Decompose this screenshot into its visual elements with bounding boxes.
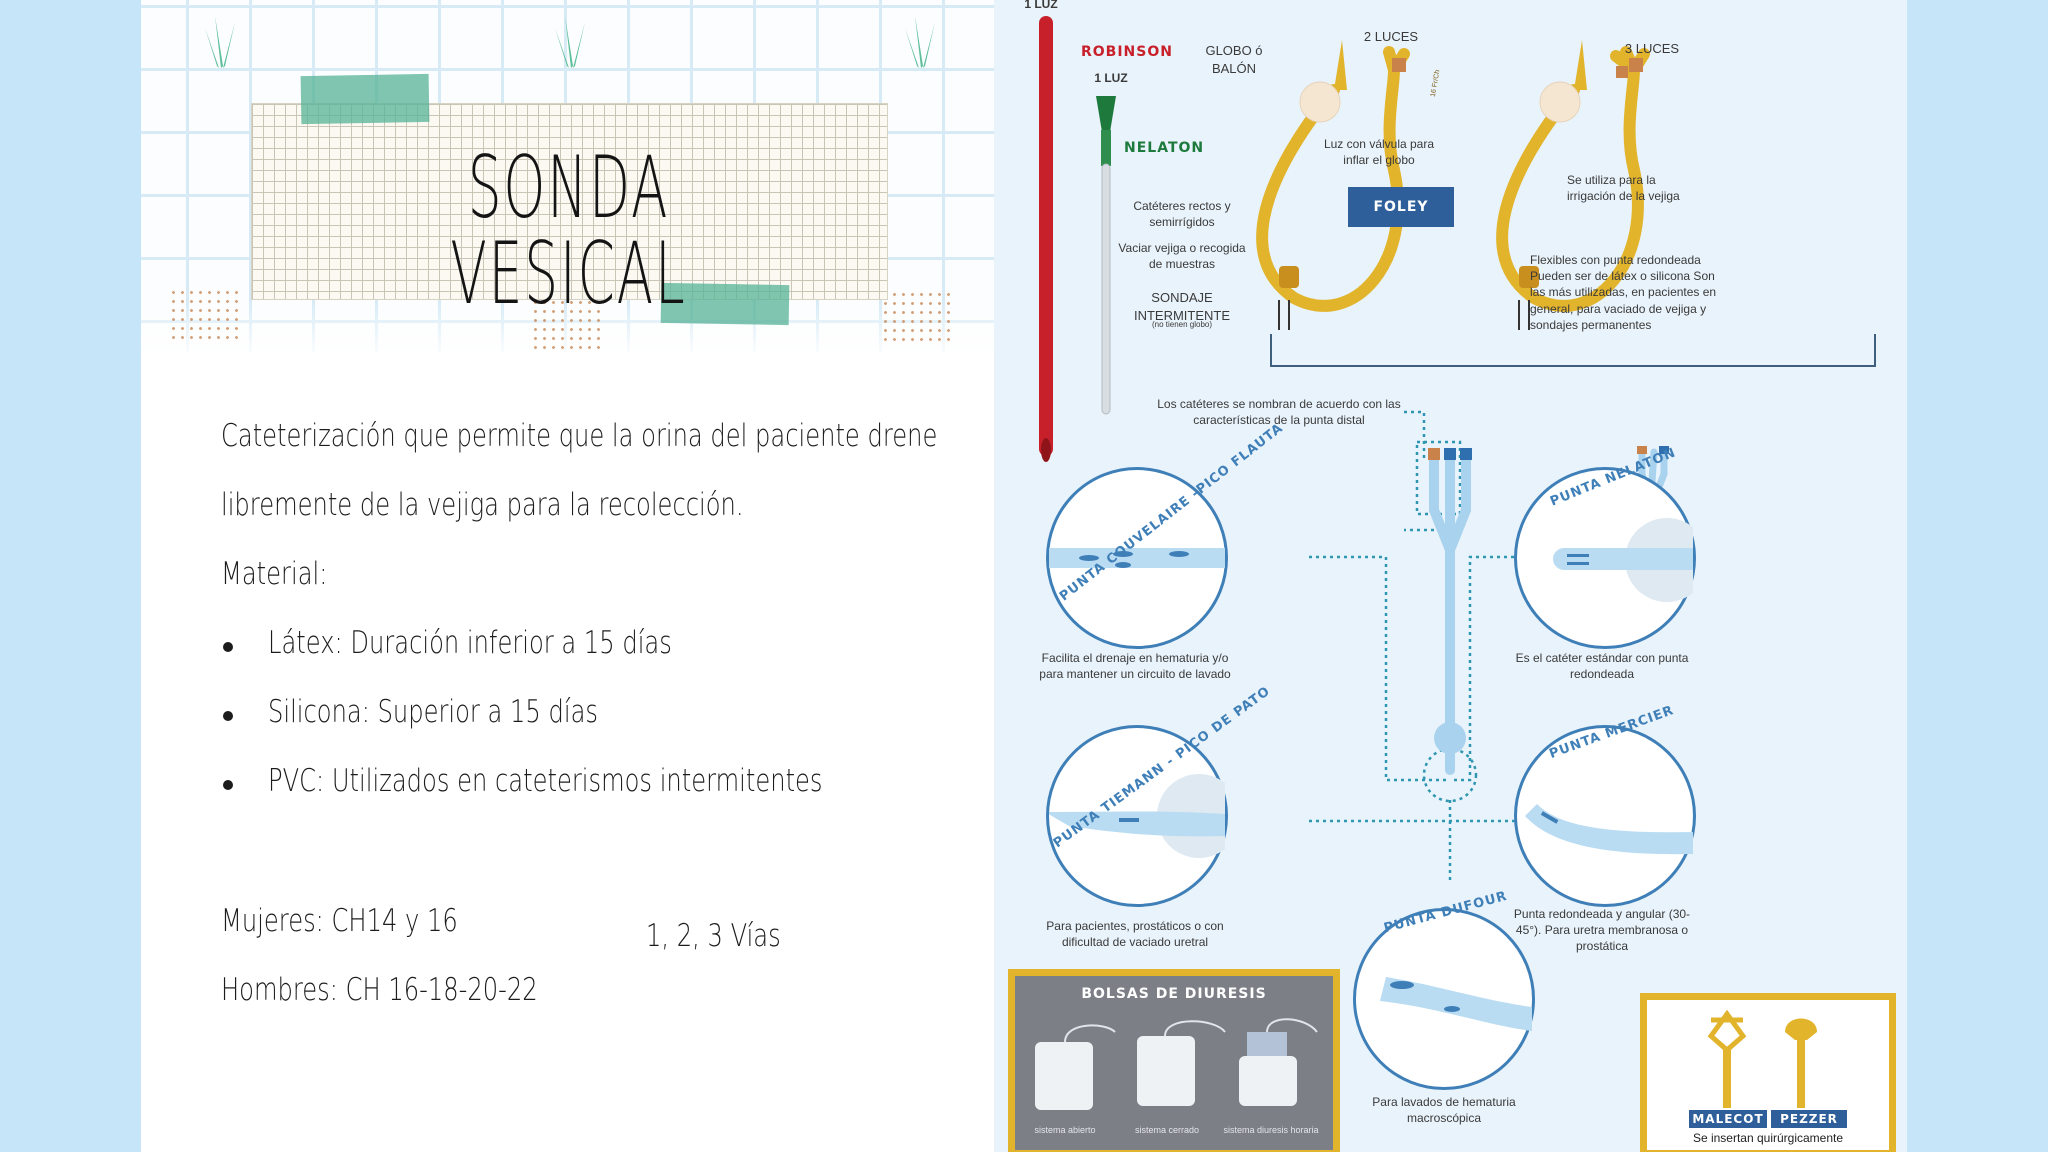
malecot-pezzer-icon: [1707, 1010, 1817, 1108]
women-size: Mujeres: CH14 y 16: [221, 903, 458, 939]
grass-icon: [555, 16, 585, 68]
material-item-latex: Látex: Duración inferior a 15 días: [268, 625, 672, 661]
surgical-note: Se insertan quirúrgicamente: [1692, 1131, 1844, 1145]
drainage-bags-title: BOLSAS DE DIURESIS: [1081, 986, 1267, 1002]
nelaton-label: NELATON: [1124, 140, 1205, 156]
foley-description: Flexibles con punta redondeada Pueden se…: [1530, 253, 1717, 332]
decorative-dots: [531, 298, 601, 353]
nelaton-catheter-icon: [1096, 96, 1116, 415]
nelaton-tip-circle: [1514, 467, 1709, 649]
irrigation-description: Se utiliza para la irrigación de la veji…: [1567, 173, 1680, 204]
ways-count: 1, 2, 3 Vías: [646, 918, 781, 954]
drainage-bags-icon: [1035, 1018, 1318, 1110]
catheter-infographic: 1 LUZ ROBINSON 1 LUZ NELATON Catéteres r…: [994, 0, 1907, 1152]
page-title: SONDA VESICAL: [450, 138, 687, 324]
dufour-tip-circle: [1353, 908, 1535, 1090]
surgical-catheters-box: MALECOT PEZZER Se insertan quirúrgicamen…: [1640, 993, 1896, 1152]
decorative-dots: [169, 288, 239, 343]
one-luz-top-label: 1 LUZ: [1024, 0, 1058, 11]
couvelaire-tip-circle: [1045, 467, 1228, 649]
mercier-tip-circle: [1514, 725, 1696, 907]
mercier-description: Punta redondeada y angular (30-45°). Par…: [1513, 907, 1691, 954]
tape-top: [300, 73, 430, 125]
drainage-bags-box: BOLSAS DE DIURESIS sistema abierto siste…: [1008, 969, 1340, 1152]
description-line-2: libremente de la vejiga para la recolecc…: [221, 487, 744, 523]
closed-system-label: sistema cerrado: [1134, 1125, 1200, 1135]
foley-label: FOLEY: [1348, 187, 1454, 227]
globo-label: GLOBO ó BALÓN: [1205, 43, 1263, 76]
nelaton-tip-description: Es el catéter estándar con punta redonde…: [1515, 651, 1689, 682]
malecot-label: MALECOT: [1689, 1110, 1767, 1128]
bullet-icon: [223, 711, 233, 721]
bullet-icon: [223, 642, 233, 652]
bullet-icon: [223, 780, 233, 790]
slide: SONDA VESICAL Cateterización que permite…: [141, 0, 1907, 1152]
no-globo-note: (no tienen globo): [1151, 320, 1213, 329]
material-heading: Material:: [221, 556, 328, 592]
robinson-catheter-icon: [1039, 16, 1053, 462]
hourly-system-label: sistema diuresis horaria: [1223, 1125, 1319, 1135]
grass-icon: [905, 16, 935, 68]
foley-bracket: [1270, 334, 1876, 367]
two-luces-label: 2 LUCES: [1363, 29, 1419, 44]
three-way-catheter-icon: [1428, 448, 1472, 775]
nelaton-description-2: Vaciar vejiga o recogida de muestras: [1118, 241, 1246, 272]
foley-catheters-icon: [1256, 40, 1650, 330]
description-line-1: Cateterización que permite que la orina …: [221, 418, 938, 454]
one-luz-label: 1 LUZ: [1094, 71, 1128, 85]
material-item-silicona: Silicona: Superior a 15 días: [268, 694, 598, 730]
tiemann-description: Para pacientes, prostáticos o con dificu…: [1046, 919, 1224, 950]
title-card: [251, 103, 888, 300]
three-luces-label: 3 LUCES: [1624, 41, 1680, 56]
robinson-label: ROBINSON: [1081, 44, 1173, 60]
nelaton-description-1: Catéteres rectos y semirrígidos: [1133, 199, 1231, 230]
couvelaire-description: Facilita el drenaje en hematuria y/o par…: [1039, 651, 1231, 682]
valve-description: Luz con válvula para inflar el globo: [1323, 137, 1435, 168]
grass-icon: [205, 16, 235, 68]
pezzer-label: PEZZER: [1771, 1110, 1847, 1128]
men-size: Hombres: CH 16-18-20-22: [221, 972, 538, 1008]
sondaje-intermitente-label: SONDAJE INTERMITENTE: [1133, 290, 1231, 323]
tiemann-tip-circle: [1045, 725, 1241, 907]
naming-note: Los catéteres se nombran de acuerdo con …: [1157, 397, 1401, 428]
dufour-description: Para lavados de hematuria macroscópica: [1372, 1095, 1516, 1126]
decorative-dots: [881, 290, 951, 345]
open-system-label: sistema abierto: [1034, 1125, 1096, 1135]
material-item-pvc: PVC: Utilizados en cateterismos intermit…: [268, 763, 823, 799]
